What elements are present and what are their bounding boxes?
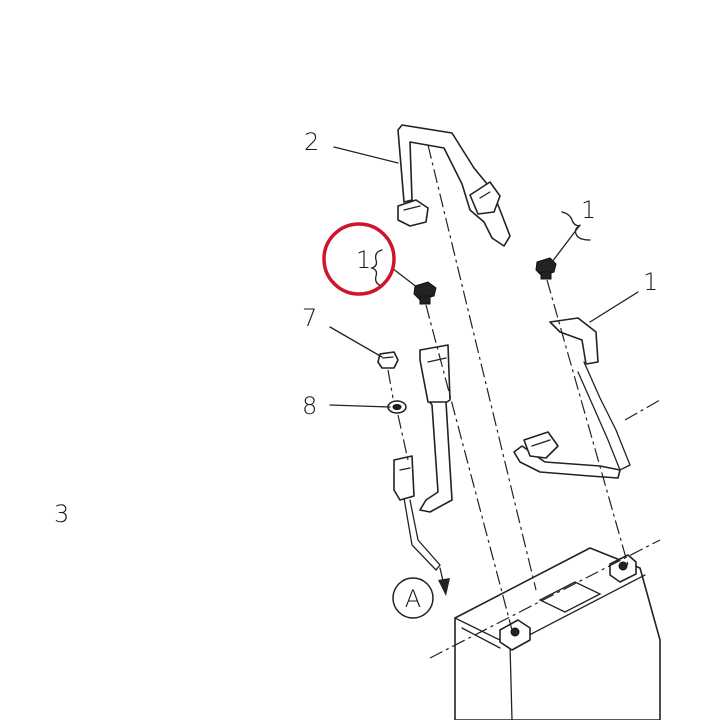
callout-1-highlighted: 1	[356, 246, 371, 274]
callout-7: 7	[302, 304, 317, 332]
view-a-label: A	[405, 585, 421, 613]
positive-cable	[513, 317, 631, 479]
leader-lines	[329, 146, 639, 408]
bolt-right	[535, 257, 557, 280]
callout-3-partial: 3	[54, 500, 69, 528]
view-a-arrow	[438, 567, 450, 596]
callout-1-right: 1	[643, 268, 658, 296]
hold-down-strap	[397, 124, 511, 247]
view-a-circle	[392, 577, 434, 619]
brace-top-right	[561, 211, 591, 241]
bolt-7	[377, 351, 399, 369]
brace-highlighted	[369, 249, 383, 287]
callout-8: 8	[302, 392, 317, 420]
callout-1-top-right: 1	[581, 196, 596, 224]
washer-8	[387, 400, 407, 414]
callout-2: 2	[304, 128, 319, 156]
battery	[454, 547, 661, 720]
bolt-highlighted	[413, 281, 437, 305]
assembly-centerlines	[387, 144, 661, 659]
highlight-ring	[322, 222, 396, 296]
negative-cable	[393, 344, 453, 571]
